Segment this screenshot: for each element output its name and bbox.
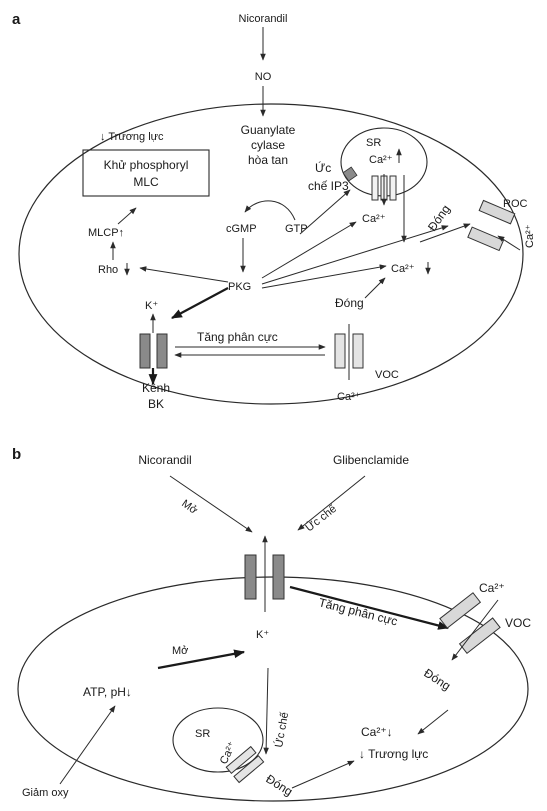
sr-channel-b-top [225, 745, 257, 775]
roc-inflow-arrow [497, 235, 521, 251]
panel-a: a Nicorandil NO Guanylate cylase hòa tan… [12, 11, 536, 411]
glibenclamide-label: Glibenclamide [333, 453, 409, 467]
roc-channel-top [478, 199, 516, 225]
pkg-to-ca-down-arrow [261, 264, 387, 289]
ca-sr-label-a: Ca²⁺ [369, 154, 393, 166]
cell-membrane-a [18, 103, 524, 405]
gtp-to-cgmp-arrow [244, 200, 296, 221]
roc-label: ROC [503, 198, 528, 210]
inhibit-ip3-line2: chế IP3 [308, 179, 349, 193]
roc-channel-bottom [467, 226, 505, 252]
hyperpolarization-label-b: Tăng phân cực [317, 595, 399, 628]
voc-channel-left-a [334, 333, 346, 369]
hyperpol-arrow-b [289, 585, 450, 630]
tone-down-label-a: ↓ Trương lực [100, 131, 164, 143]
bk-line1: Kênh [142, 381, 170, 395]
voc-channel-b-bottom [458, 617, 501, 655]
panel-b: b Nicorandil Glibenclamide Mở Ức chế K⁺ … [12, 446, 531, 802]
close-voc-label-a: Đóng [335, 296, 364, 310]
ip3-receptor-a [342, 166, 358, 182]
hypoxia-label: Giảm oxy [22, 787, 69, 799]
pkg-to-ca-mid-arrow [261, 221, 357, 279]
sr-channel-a-right [389, 175, 397, 201]
inhibit-ip3-line1: Ức [315, 160, 331, 175]
pkg-label: PKG [228, 281, 251, 293]
pkg-to-bk-arrow [171, 287, 229, 319]
no-label: NO [255, 71, 272, 83]
inhibit-inner-label: Ức chế [272, 711, 291, 748]
voc-close-arrow [364, 277, 386, 299]
pkg-to-roc-arrow [261, 225, 449, 285]
sr-label-a: SR [366, 137, 381, 149]
hypoxia-arrow [59, 705, 116, 785]
pkg-inhibit-ip3-arrow [299, 189, 351, 235]
atp-label: ATP, pH↓ [83, 685, 132, 699]
panel-b-label: b [12, 446, 21, 463]
voc-channel-b [439, 592, 501, 655]
guanylate-line3: hòa tan [248, 153, 288, 167]
ca-voc-label-a: Ca²⁺ [337, 391, 361, 403]
dephosphorylation-box [82, 149, 210, 197]
inhibit-label-b: Ức chế [303, 502, 339, 534]
cgmp-label: cGMP [226, 223, 257, 235]
mlcp-label: MLCP↑ [88, 227, 124, 239]
gtp-label: GTP [285, 223, 308, 235]
nicorandil-open-arrow [169, 475, 253, 533]
ca-down-label-b: Ca²⁺↓ [361, 725, 393, 739]
open-label-b: Mở [179, 498, 199, 517]
katp-channel-right [272, 554, 285, 600]
ca-roc-label: Ca²⁺ [524, 224, 536, 248]
close-voc-label-b: Đóng [421, 666, 453, 693]
nicorandil-label-b: Nicorandil [138, 453, 191, 467]
katp-channel-left [244, 554, 257, 600]
sr-channel-a-left [371, 175, 379, 201]
rho-label: Rho [98, 264, 118, 276]
hyperpolarization-label-a: Tăng phân cực [197, 330, 278, 344]
inhibit-inner-arrow [263, 667, 269, 755]
ca-top-label-b: Ca²⁺ [479, 581, 505, 595]
k-label-b: K⁺ [256, 629, 269, 641]
nicorandil-label: Nicorandil [239, 13, 288, 25]
bk-line2: BK [148, 397, 164, 411]
sr-label-b: SR [195, 728, 210, 740]
voc-inflow-arrow-b [451, 599, 499, 661]
box-line1: Khử phosphoryl [104, 158, 189, 172]
voc-label-a: VOC [375, 369, 399, 381]
voc-label-b: VOC [505, 616, 531, 630]
roc-channel [467, 199, 516, 252]
open-inner-label: Mở [172, 645, 188, 657]
close-sr-label: Đóng [263, 772, 295, 799]
bk-channel-right [156, 333, 168, 369]
panel-a-label: a [12, 11, 21, 28]
guanylate-line2: cylase [251, 138, 285, 152]
pkg-to-rho-arrow [139, 266, 229, 283]
k-label-a: K⁺ [145, 300, 158, 312]
sr-organelle-b [172, 707, 264, 773]
close-roc-arrow [419, 223, 471, 243]
ca-down-label-a: Ca²⁺ [391, 263, 415, 275]
voc-channel-b-top [439, 592, 482, 629]
sr-channel-b-bottom [233, 755, 265, 784]
guanylate-line1: Guanylate [241, 123, 296, 137]
box-line2: MLC [133, 175, 159, 189]
bk-channel-left [139, 333, 151, 369]
glibenclamide-inhibit-arrow [297, 475, 366, 531]
sr-channel-b [225, 745, 265, 784]
mlcp-to-box-arrow [117, 207, 137, 225]
voc-channel-right-a [352, 333, 364, 369]
sr-close-to-ca-arrow [291, 760, 355, 789]
voc-close-to-ca-arrow [417, 709, 449, 735]
tone-down-label-b: ↓ Trương lực [359, 747, 428, 761]
ca-mid-label-a: Ca²⁺ [362, 213, 386, 225]
atp-open-arrow [157, 649, 246, 670]
